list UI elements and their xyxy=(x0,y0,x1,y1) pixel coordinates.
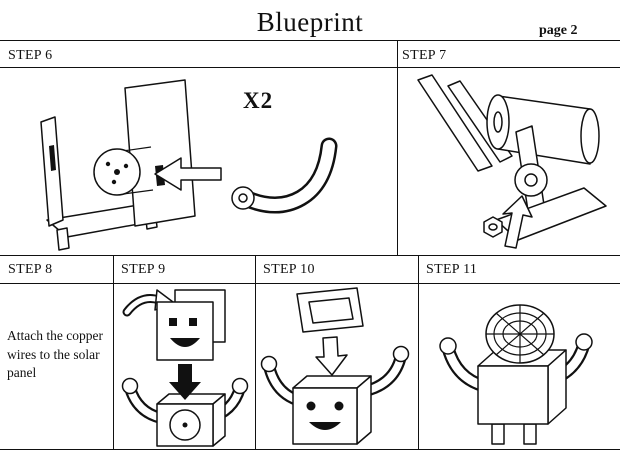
divider-step8-step9 xyxy=(113,255,114,449)
leg xyxy=(491,423,505,445)
hand xyxy=(575,333,593,351)
step11-label: STEP 11 xyxy=(426,262,478,277)
smile xyxy=(170,338,200,347)
insert-arrow-left-icon xyxy=(154,157,222,191)
step11-assembly-drawing xyxy=(439,304,593,445)
robot-face-panel xyxy=(156,301,214,361)
leg xyxy=(523,423,537,445)
coil xyxy=(485,304,555,364)
hex-nut xyxy=(483,216,503,238)
step8-instruction: Attach the copper wires to the solar pan… xyxy=(7,328,103,381)
frame-strut xyxy=(417,74,493,172)
step9-assembly-drawing xyxy=(121,289,249,447)
quantity-label: X2 xyxy=(243,88,274,113)
frame-panel xyxy=(296,287,364,333)
body-cube xyxy=(292,375,372,445)
bottom-labels-rule xyxy=(0,283,620,284)
hand xyxy=(439,337,457,355)
arm-part xyxy=(231,137,338,214)
eye xyxy=(189,318,197,326)
step6-label: STEP 6 xyxy=(8,48,53,63)
divider-step9-step10 xyxy=(255,255,256,449)
page-number: page 2 xyxy=(539,23,578,38)
step10-label: STEP 10 xyxy=(263,262,315,277)
step10-assembly-drawing xyxy=(260,287,410,445)
step8-label: STEP 8 xyxy=(8,262,53,277)
page-title: Blueprint xyxy=(256,7,364,37)
insert-arrow-up-icon xyxy=(502,195,533,249)
insert-arrow-down-icon xyxy=(169,364,201,400)
top-labels-rule xyxy=(0,67,620,68)
step9-label: STEP 9 xyxy=(121,262,166,277)
insert-arrow-down-icon xyxy=(315,336,348,376)
right-panel xyxy=(124,79,196,227)
step7-assembly-drawing xyxy=(417,74,607,249)
eye xyxy=(334,401,344,411)
panel-slot xyxy=(49,145,56,171)
mid-rule xyxy=(0,255,620,256)
eye xyxy=(306,401,316,411)
body-box xyxy=(156,393,226,447)
divider-step10-step11 xyxy=(418,255,419,449)
motor xyxy=(93,146,154,196)
hand xyxy=(121,377,139,395)
step7-label: STEP 7 xyxy=(402,48,447,63)
smile xyxy=(309,422,341,430)
eye xyxy=(169,318,177,326)
hand xyxy=(231,377,249,395)
divider-step6-step7 xyxy=(397,40,398,255)
title-rule xyxy=(0,40,620,41)
hub xyxy=(514,163,548,197)
hand xyxy=(392,345,410,363)
hand xyxy=(260,355,278,373)
leg xyxy=(56,227,70,251)
bottom-rule xyxy=(0,449,620,450)
left-panel xyxy=(40,116,64,227)
step6-assembly-drawing xyxy=(40,79,338,251)
